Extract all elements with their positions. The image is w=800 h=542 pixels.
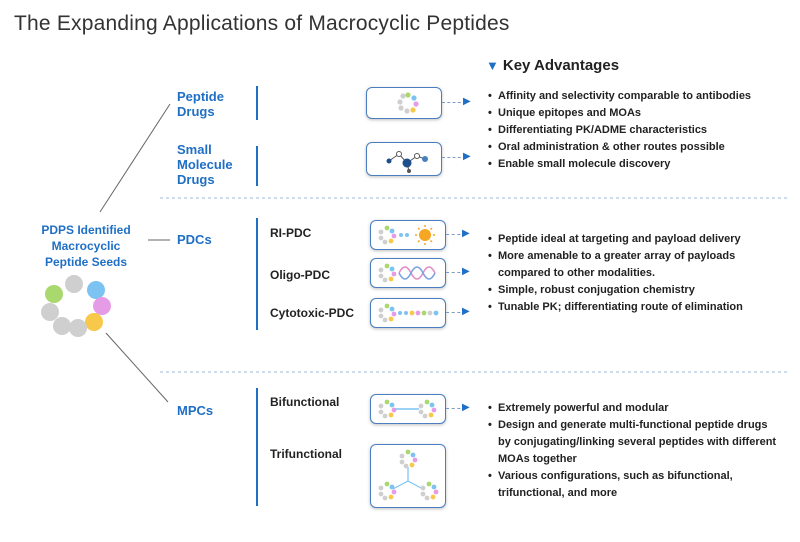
category-label-line: Molecule xyxy=(177,157,233,172)
dashed-arrow-line xyxy=(446,272,466,273)
dashed-arrow-line xyxy=(442,157,466,158)
dashed-arrow-line xyxy=(446,408,466,409)
cyclic-peptide-icon xyxy=(378,263,397,283)
subtype-bifunctional: Bifunctional xyxy=(270,395,340,409)
oligo-pdc-illustration xyxy=(370,258,446,288)
connector-to-peptide-drugs xyxy=(99,103,171,213)
seed-bead xyxy=(69,319,87,337)
category-bar xyxy=(256,388,258,506)
seeds-label-line: PDPS Identified xyxy=(41,223,131,237)
seed-bead xyxy=(87,281,105,299)
seeds-label-line: Peptide Seeds xyxy=(44,255,128,269)
seeds-label-line: Macrocyclic xyxy=(51,239,121,253)
category-bar xyxy=(256,146,258,186)
advantage-item: Design and generate multi-functional pep… xyxy=(488,417,778,468)
seed-bead xyxy=(45,285,63,303)
category-bar xyxy=(256,86,258,120)
seed-bead xyxy=(85,313,103,331)
advantage-item: Oral administration & other routes possi… xyxy=(488,139,788,156)
advantage-item: Unique epitopes and MOAs xyxy=(488,105,788,122)
advantage-item: Affinity and selectivity comparable to a… xyxy=(488,88,788,105)
category-small-molecule-drugs: Small Molecule Drugs xyxy=(177,142,233,187)
seed-bead xyxy=(65,275,83,293)
advantage-item: Simple, robust conjugation chemistry xyxy=(488,282,783,299)
advantage-item: Peptide ideal at targeting and payload d… xyxy=(488,231,783,248)
arrow-right-icon: ▶ xyxy=(462,228,470,239)
advantages-list-pdcs: Peptide ideal at targeting and payload d… xyxy=(488,231,783,316)
key-advantages-label: Key Advantages xyxy=(502,57,620,74)
arrow-right-icon: ▶ xyxy=(462,306,470,317)
seeds-label: PDPS Identified Macrocyclic Peptide Seed… xyxy=(26,222,146,270)
subtype-trifunctional: Trifunctional xyxy=(270,447,342,461)
cyclic-peptide-icon xyxy=(420,481,439,501)
seed-bead xyxy=(53,317,71,335)
arrow-right-icon: ▶ xyxy=(462,402,470,413)
advantage-item: Various configurations, such as bifuncti… xyxy=(488,468,778,502)
payload-chain-icon xyxy=(398,310,439,316)
cyclic-peptide-icon xyxy=(378,225,397,245)
dashed-arrow-line xyxy=(446,312,466,313)
page-title: The Expanding Applications of Macrocycli… xyxy=(14,12,510,35)
advantages-list-peptide-drugs: Affinity and selectivity comparable to a… xyxy=(488,88,788,173)
peptide-seed-ring xyxy=(41,275,111,337)
category-mpcs: MPCs xyxy=(177,403,213,418)
connector-to-mpcs xyxy=(105,332,169,403)
advantage-item: More amenable to a greater array of payl… xyxy=(488,248,783,282)
trifunctional-illustration xyxy=(370,444,446,508)
cyclic-peptide-icon xyxy=(378,399,397,419)
subtype-cytotoxic-pdc: Cytotoxic-PDC xyxy=(270,306,355,320)
ri-pdc-illustration xyxy=(370,220,446,250)
category-label-line: PDCs xyxy=(177,232,212,247)
category-pdcs: PDCs xyxy=(177,232,212,247)
subtype-ri-pdc: RI-PDC xyxy=(270,226,312,240)
radioisotope-sun-icon xyxy=(415,225,435,245)
cyclic-peptide-icon xyxy=(397,92,419,114)
category-label-line: MPCs xyxy=(177,403,214,418)
dna-helix-icon xyxy=(398,266,436,280)
cyclic-peptide-icon xyxy=(399,449,418,469)
advantage-item: Tunable PK; differentiating route of eli… xyxy=(488,299,783,316)
category-label-line: Drugs xyxy=(177,172,215,187)
category-peptide-drugs: Peptide Drugs xyxy=(177,89,224,119)
advantage-item: Extremely powerful and modular xyxy=(488,400,778,417)
advantage-item: Enable small molecule discovery xyxy=(488,156,788,173)
subtype-oligo-pdc: Oligo-PDC xyxy=(270,268,330,282)
cyclic-peptide-icon xyxy=(378,481,397,501)
arrow-right-icon: ▶ xyxy=(462,266,470,277)
category-label-line: Peptide xyxy=(177,89,224,104)
seed-bead xyxy=(41,303,59,321)
category-label-line: Drugs xyxy=(177,104,215,119)
seed-bead xyxy=(93,297,111,315)
dashed-arrow-line xyxy=(446,234,466,235)
category-bar xyxy=(256,218,258,330)
advantages-list-mpcs: Extremely powerful and modular Design an… xyxy=(488,400,778,502)
triangle-down-icon: ▼ xyxy=(486,58,499,73)
dashed-arrow-line xyxy=(442,102,466,103)
bifunctional-illustration xyxy=(370,394,446,424)
cyclic-peptide-icon xyxy=(418,399,437,419)
cyclic-peptide-icon xyxy=(378,303,397,323)
small-molecule-illustration xyxy=(366,142,442,176)
category-label-line: Small xyxy=(177,142,212,157)
molecule-icon xyxy=(386,151,428,173)
cytotoxic-pdc-illustration xyxy=(370,298,446,328)
advantage-item: Differentiating PK/ADME characteristics xyxy=(488,122,788,139)
peptide-drug-illustration xyxy=(366,87,442,119)
arrow-right-icon: ▶ xyxy=(463,96,471,107)
key-advantages-heading: ▼Key Advantages xyxy=(486,57,619,74)
arrow-right-icon: ▶ xyxy=(463,151,471,162)
